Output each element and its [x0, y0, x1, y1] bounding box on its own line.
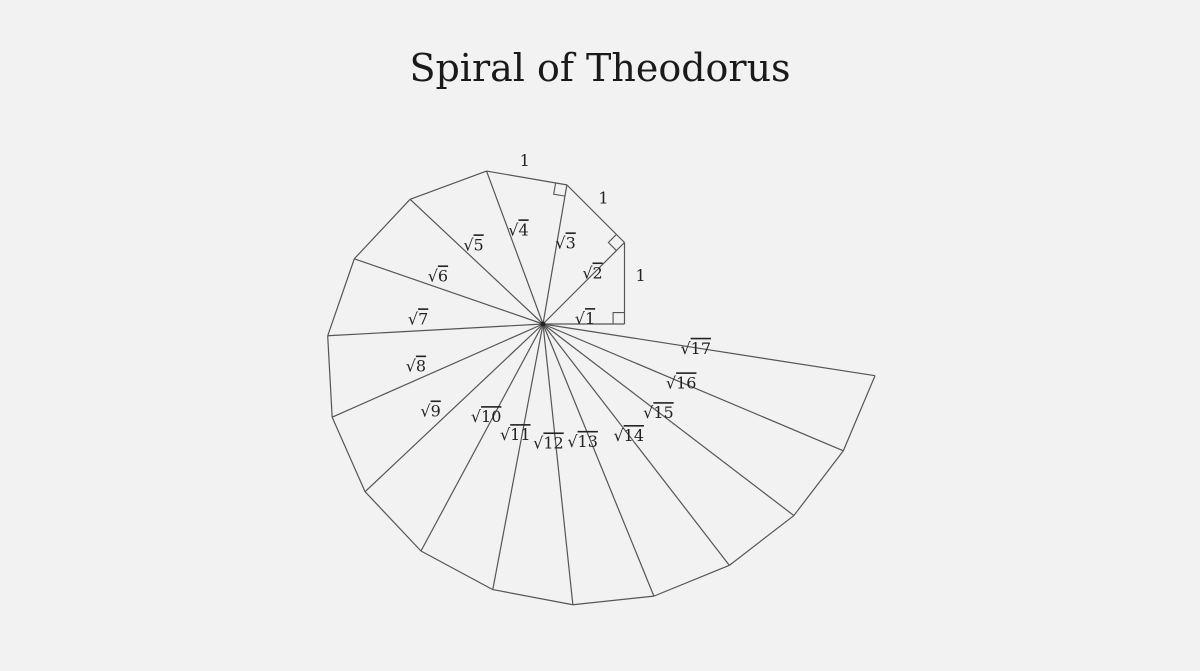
hypotenuse-label-sqrt-10: √10: [471, 407, 502, 426]
outer-leg-14: [729, 515, 795, 566]
hypotenuse-radicand: 9: [431, 401, 441, 420]
outer-leg-3: [486, 170, 567, 186]
hypotenuse-label-sqrt-3: √3: [555, 233, 575, 252]
hypotenuse-label-sqrt-17: √17: [680, 339, 711, 358]
hypotenuse-radicand: 5: [474, 235, 484, 254]
hypotenuse-labels: √1 √2 √3 √4 √5 √6 √7 √8 √9 √10√11√12√13 √14 √15 √16 √…: [406, 220, 711, 452]
outer-leg-5: [353, 198, 411, 260]
outer-leg-16: [842, 375, 876, 452]
spoke-sqrt-3: [542, 184, 568, 325]
hypotenuse-label-sqrt-14: √14: [613, 426, 644, 445]
spiral-center-point: [540, 321, 546, 327]
outer-leg-12: [572, 595, 654, 606]
outer-leg-10: [420, 550, 494, 591]
page-title: Spiral of Theodorus: [409, 46, 791, 90]
right-angle-marker-1: [612, 312, 625, 324]
hypotenuse-label-sqrt-8: √8: [406, 357, 426, 376]
spiral-spokes: [327, 170, 876, 605]
outer-leg-6: [327, 258, 355, 336]
hypotenuse-label-sqrt-12: √12: [533, 433, 564, 452]
hypotenuse-radicand: 16: [676, 373, 696, 392]
hypotenuse-radicand: 11: [510, 425, 530, 444]
hypotenuse-label-sqrt-5: √5: [463, 235, 483, 254]
spoke-sqrt-5: [409, 198, 544, 325]
hypotenuse-label-sqrt-4: √4: [508, 220, 528, 239]
hypotenuse-label-sqrt-16: √16: [666, 373, 697, 392]
hypotenuse-label-sqrt-15: √15: [643, 403, 674, 422]
hypotenuse-radicand: 1: [585, 309, 595, 328]
spoke-sqrt-14: [542, 323, 730, 566]
spoke-sqrt-7: [327, 323, 544, 337]
hypotenuse-radicand: 2: [593, 263, 603, 282]
hypotenuse-radicand: 4: [518, 220, 528, 239]
hypotenuse-label-sqrt-11: √11: [500, 425, 531, 444]
spiral-outer-legs: [327, 170, 876, 606]
hypotenuse-radicand: 15: [653, 403, 673, 422]
hypotenuse-label-sqrt-2: √2: [582, 263, 602, 282]
right-angle-marker-3: [553, 182, 566, 197]
hypotenuse-radicand: 13: [578, 432, 598, 451]
spoke-sqrt-11: [492, 323, 544, 590]
hypotenuse-radicand: 17: [691, 339, 711, 358]
outer-leg-15: [793, 450, 844, 516]
spoke-sqrt-16: [542, 323, 844, 452]
unit-side-label-1: 1: [636, 266, 646, 285]
spoke-sqrt-9: [364, 323, 544, 493]
hypotenuse-label-sqrt-9: √9: [420, 401, 440, 420]
spoke-sqrt-17: [542, 323, 876, 377]
spoke-sqrt-12: [542, 323, 574, 605]
spoke-sqrt-4: [485, 170, 544, 325]
outer-leg-2: [566, 184, 625, 243]
outer-leg-7: [327, 335, 333, 418]
spoke-sqrt-6: [354, 258, 544, 325]
hypotenuse-radicand: 10: [481, 407, 501, 426]
outer-leg-9: [364, 491, 422, 552]
hypotenuse-label-sqrt-1: √1: [575, 309, 595, 328]
spoke-sqrt-2: [542, 242, 625, 325]
spoke-sqrt-8: [331, 323, 544, 418]
hypotenuse-radicand: 8: [416, 357, 426, 376]
hypotenuse-radicand: 14: [624, 426, 644, 445]
hypotenuse-radicand: 12: [543, 433, 563, 452]
outer-leg-11: [492, 589, 573, 606]
hypotenuse-radicand: 6: [438, 266, 448, 285]
hypotenuse-label-sqrt-13: √13: [567, 432, 598, 451]
outer-leg-13: [653, 564, 730, 597]
outer-leg-4: [409, 170, 487, 200]
hypotenuse-radicand: 3: [566, 233, 576, 252]
spoke-sqrt-15: [542, 323, 795, 517]
right-angle-markers: [553, 182, 625, 324]
unit-side-label-2: 1: [598, 188, 608, 207]
outer-leg-8: [331, 416, 366, 492]
spoke-sqrt-13: [542, 323, 655, 597]
right-angle-marker-2: [607, 234, 617, 251]
unit-side-label-3: 1: [520, 151, 530, 170]
hypotenuse-label-sqrt-7: √7: [408, 309, 428, 328]
hypotenuse-label-sqrt-6: √6: [428, 266, 448, 285]
hypotenuse-radicand: 7: [418, 309, 428, 328]
spoke-sqrt-10: [420, 323, 544, 552]
unit-side-labels: 1 1 1: [520, 151, 646, 285]
